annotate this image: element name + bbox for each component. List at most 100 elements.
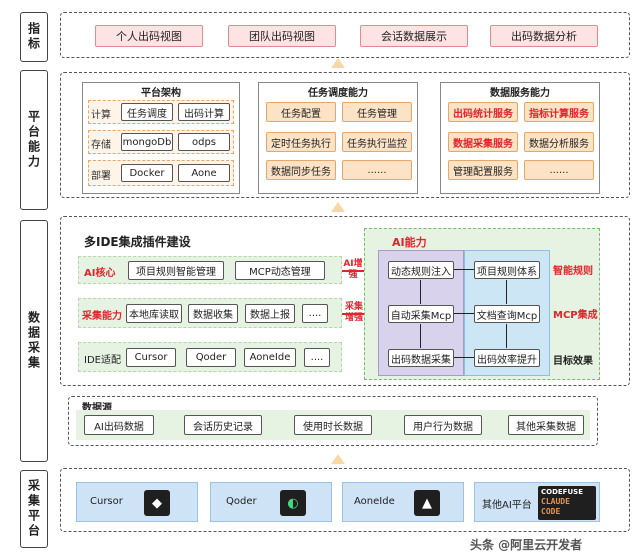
ide-item: .... — [304, 348, 330, 367]
ide-item: Qoder — [186, 348, 236, 367]
layer-indicator: 指标 — [20, 12, 48, 62]
ai-core-item: 项目规则智能管理 — [128, 261, 224, 280]
platform-card-qoder — [210, 482, 332, 522]
aoneide-logo-icon: ▲ — [414, 490, 440, 516]
arch-item: mongoDb — [121, 133, 173, 151]
code-logo-text: CODE — [541, 507, 561, 516]
arrow-up-icon — [331, 202, 345, 212]
arch-item: 任务调度 — [121, 103, 173, 121]
arch-row-label: 部署 — [91, 171, 111, 182]
ai-capability-title: AI能力 — [392, 236, 427, 249]
collect-item: 本地库读取 — [126, 304, 182, 323]
collect-item: 数据收集 — [188, 304, 238, 323]
task-schedule-title: 任务调度能力 — [308, 88, 368, 99]
cursor-logo-icon: ◆ — [144, 490, 170, 516]
layer-platform-label: 平台能力 — [26, 110, 41, 170]
service-item: 数据分析服务 — [524, 132, 594, 152]
platform-card-cursor — [76, 482, 198, 522]
platform-panel — [60, 72, 630, 198]
ai-cap-right-item: 文档查询Mcp — [474, 305, 540, 323]
indicator-item: 出码数据分析 — [490, 25, 598, 47]
platform-name: 其他AI平台 — [482, 500, 532, 511]
datasource-panel — [68, 396, 598, 446]
layer-collect-platform-label: 采集平台 — [26, 479, 41, 539]
task-item: 任务管理 — [342, 102, 412, 122]
arrow-up-icon — [331, 58, 345, 68]
task-item: 任务配置 — [266, 102, 336, 122]
ide-item: Cursor — [126, 348, 176, 367]
ide-label: IDE适配 — [84, 355, 121, 366]
qoder-logo-icon: ◐ — [280, 490, 306, 516]
ai-enhance-arrow-icon — [342, 270, 372, 272]
platform-name: AoneIde — [354, 496, 395, 507]
platform-name: Cursor — [90, 496, 123, 507]
ai-cap-left-item: 动态规则注入 — [388, 261, 454, 279]
arch-row-label: 存储 — [91, 140, 111, 151]
platform-bottom-panel — [60, 468, 630, 532]
codefuse-logo-text: CODEFUSE — [541, 488, 583, 496]
codefuse-claude-logo-icon — [538, 486, 596, 520]
ai-cap-right-item: 出码效率提升 — [474, 349, 540, 367]
layer-platform: 平台能力 — [20, 70, 48, 210]
arrow-down-icon — [420, 324, 421, 348]
indicator-item: 会话数据展示 — [360, 25, 468, 47]
arrow-right-icon — [454, 357, 474, 358]
datasource-item: 用户行为数据 — [404, 415, 482, 435]
layer-collect-platform: 采集平台 — [20, 470, 48, 548]
ai-cap-tag: 智能规则 — [553, 266, 593, 277]
collect-enhance-arrow-icon — [342, 313, 372, 315]
ai-cap-tag: MCP集成 — [553, 310, 598, 321]
collect-item: 数据上报 — [245, 304, 295, 323]
service-item: 出码统计服务 — [448, 102, 518, 122]
layer-collection: 数据采集 — [20, 220, 48, 462]
indicator-panel — [60, 12, 630, 58]
collect-label: 采集能力 — [82, 311, 122, 322]
arrow-down-icon — [420, 280, 421, 304]
collect-enhance-label: 采集增强 — [344, 302, 363, 323]
arrow-down-icon — [506, 280, 507, 304]
collect-item: .... — [302, 304, 328, 323]
ai-cap-left-item: 自动采集Mcp — [388, 305, 454, 323]
arch-item: 出码计算 — [178, 103, 230, 121]
data-service-title: 数据服务能力 — [490, 88, 550, 99]
task-item: 任务执行监控 — [342, 132, 412, 152]
layer-collection-label: 数据采集 — [26, 311, 41, 371]
datasource-item: 使用时长数据 — [294, 415, 372, 435]
ide-plugin-title: 多IDE集成插件建设 — [84, 235, 191, 249]
indicator-item: 团队出码视图 — [228, 25, 336, 47]
platform-name: Qoder — [226, 496, 257, 507]
service-item: ...... — [524, 160, 594, 180]
collection-panel — [60, 216, 630, 386]
ai-cap-left-item: 出码数据采集 — [388, 349, 454, 367]
service-item: 数据采集服务 — [448, 132, 518, 152]
datasource-title: 数据源 — [82, 403, 112, 414]
arch-item: odps — [178, 133, 230, 151]
arch-item: Aone — [178, 164, 230, 182]
arch-row-label: 计算 — [91, 110, 111, 121]
ai-enhance-label: AI增强 — [343, 259, 363, 280]
task-item: 定时任务执行 — [266, 132, 336, 152]
arrow-down-icon — [506, 324, 507, 348]
platform-arch-title: 平台架构 — [141, 88, 181, 99]
claude-logo-text: CLAUDE — [541, 497, 570, 506]
arrow-right-icon — [454, 313, 474, 314]
arrow-right-icon — [454, 269, 474, 270]
datasource-item: 其他采集数据 — [508, 415, 584, 435]
layer-indicator-label: 指标 — [26, 22, 41, 52]
arrow-up-icon — [331, 454, 345, 464]
indicator-item: 个人出码视图 — [95, 25, 203, 47]
ai-core-item: MCP动态管理 — [235, 261, 325, 280]
service-item: 管理配置服务 — [448, 160, 518, 180]
task-item: 数据同步任务 — [266, 160, 336, 180]
ai-core-label: AI核心 — [84, 268, 116, 279]
datasource-item: AI出码数据 — [84, 415, 154, 435]
watermark: 头条 @阿里云开发者 — [470, 538, 583, 552]
datasource-item: 会话历史记录 — [184, 415, 262, 435]
ai-cap-right-item: 项目规则体系 — [474, 261, 540, 279]
arch-item: Docker — [121, 164, 173, 182]
ai-cap-tag: 目标效果 — [553, 356, 593, 367]
platform-card-aoneide — [342, 482, 464, 522]
ide-item: AoneIde — [244, 348, 296, 367]
service-item: 指标计算服务 — [524, 102, 594, 122]
task-item: ...... — [342, 160, 412, 180]
